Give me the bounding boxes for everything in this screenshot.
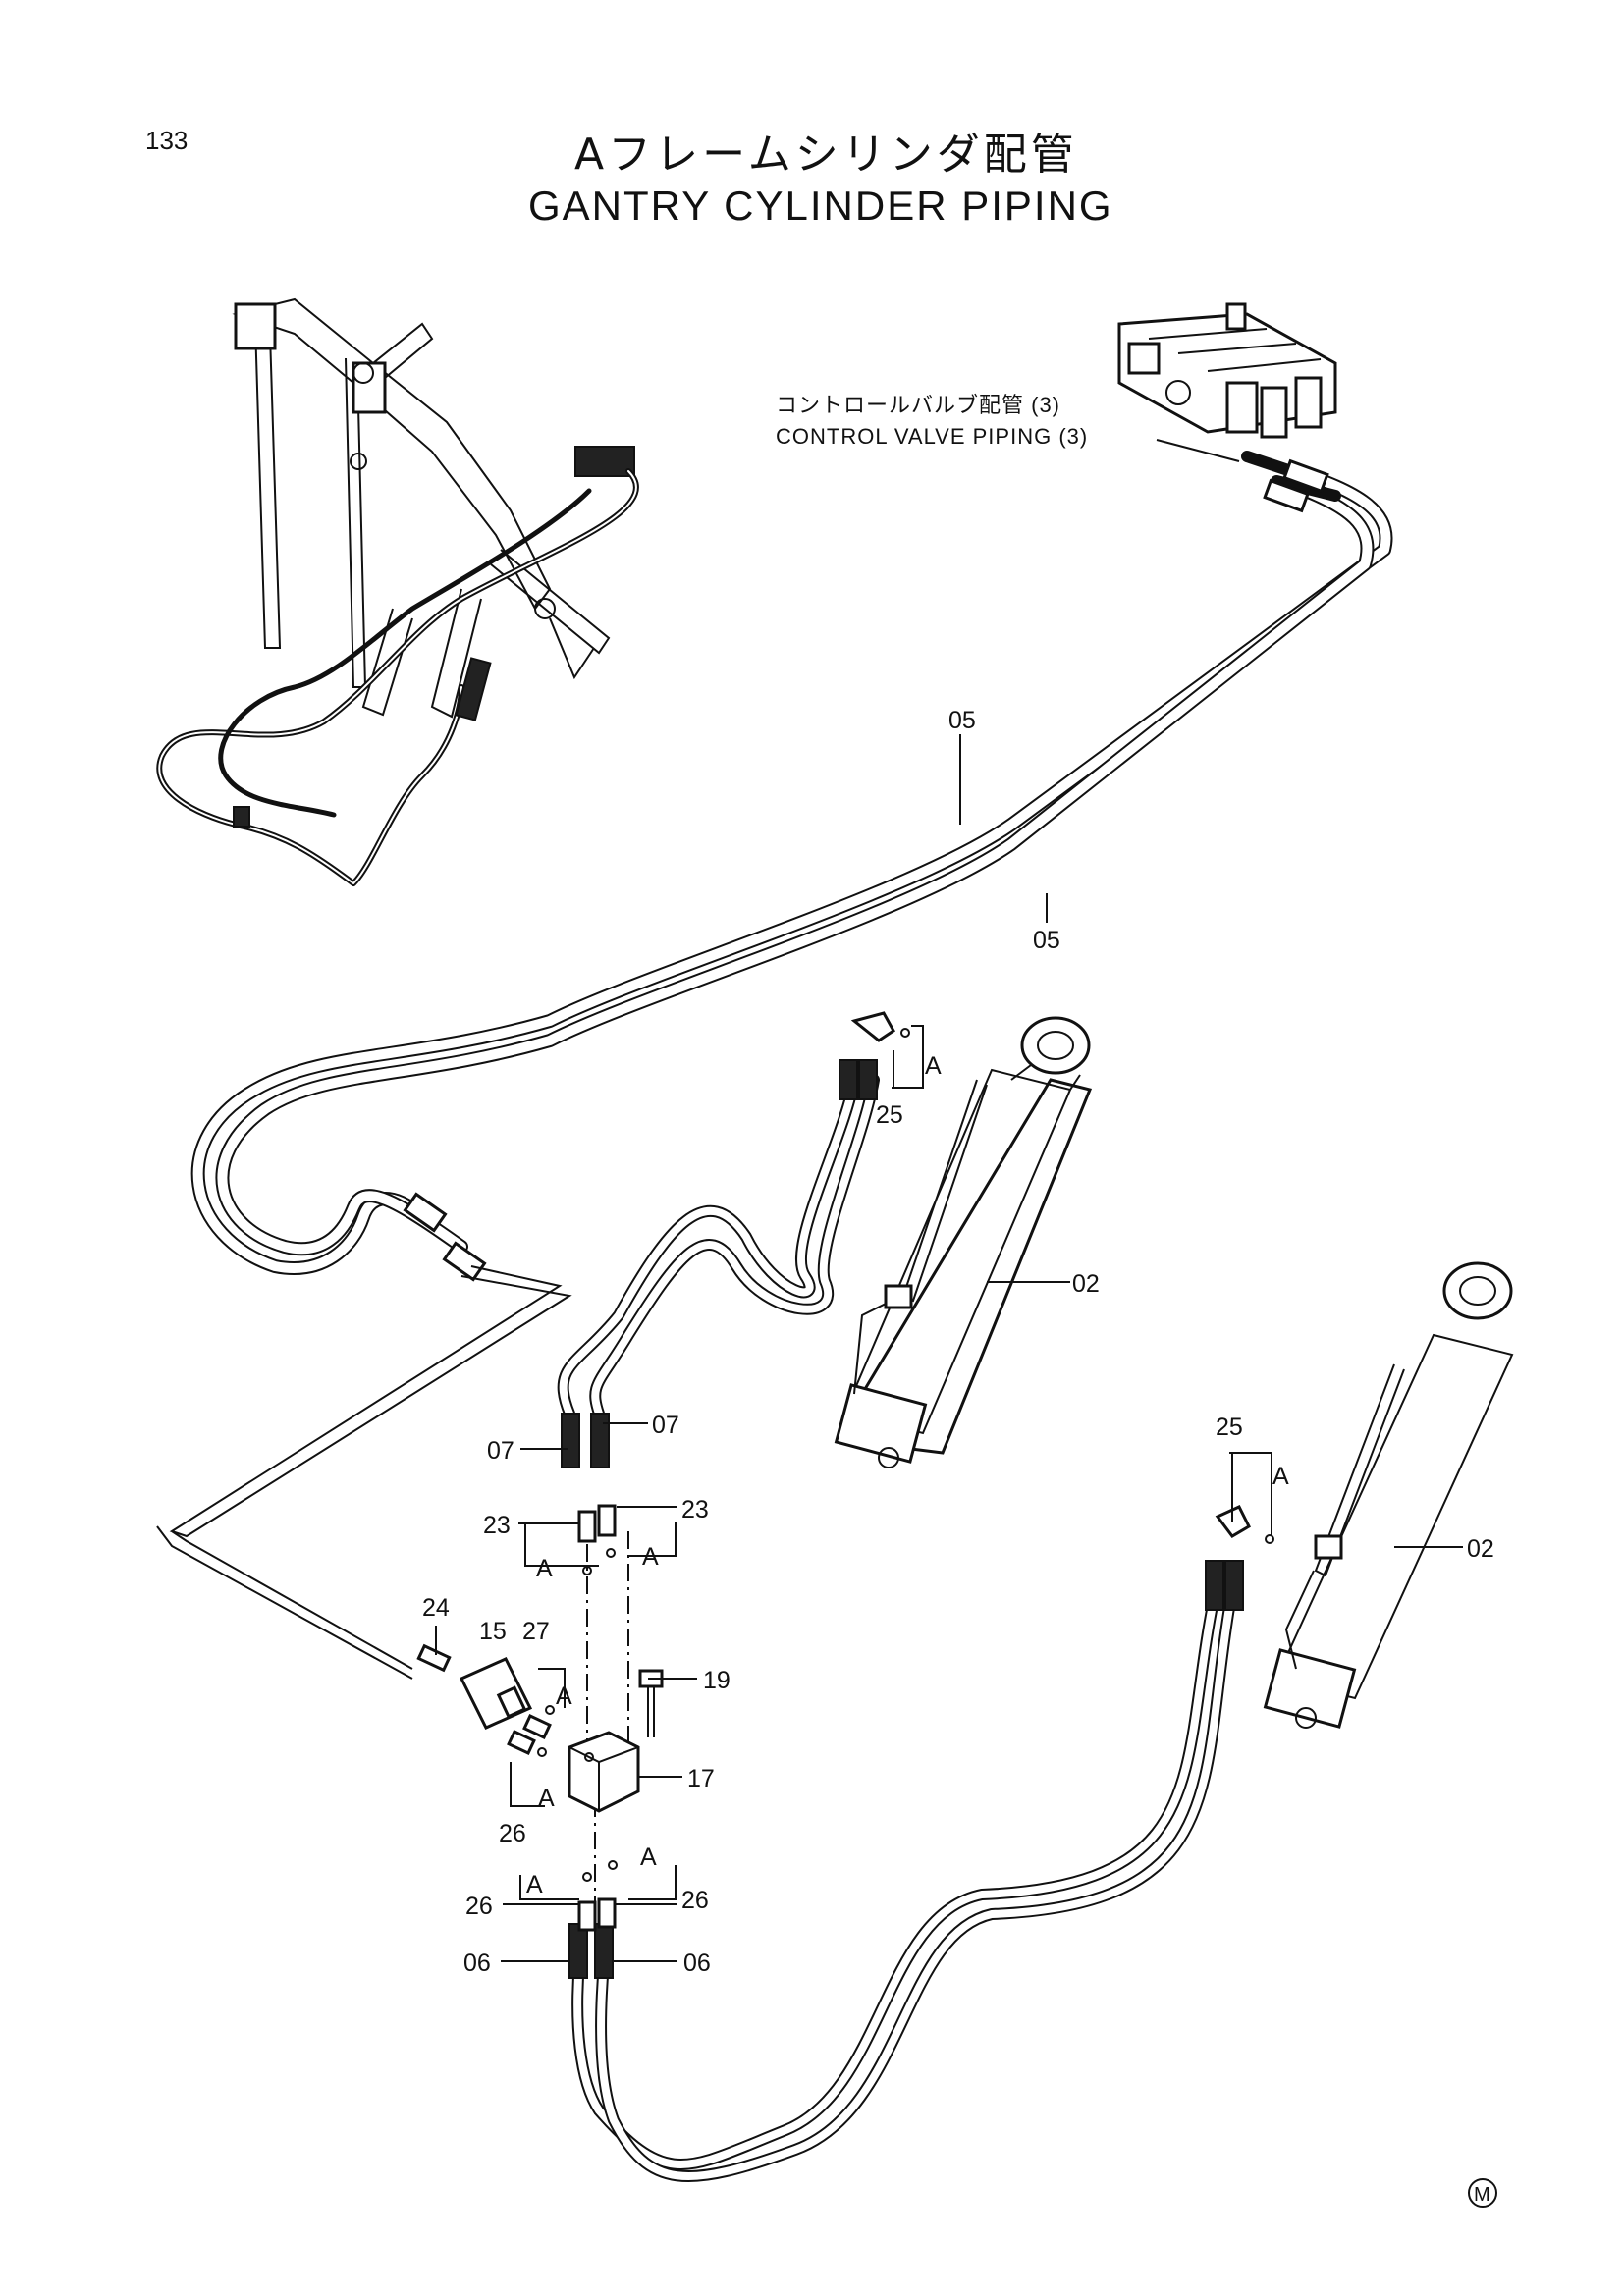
callout-06-right: 06 [683,1949,711,1977]
ref-a-8: A [526,1871,543,1898]
callout-23-right: 23 [681,1496,709,1523]
callout-19: 19 [703,1667,731,1694]
hose-07-pair [557,1011,895,1468]
leader-lines [435,439,1463,1962]
callout-17: 17 [687,1765,715,1792]
ref-a-5: A [556,1682,572,1710]
callout-02-upper: 02 [1072,1270,1100,1298]
center-block-assembly [416,1025,1274,1932]
callout-26-upper: 26 [499,1820,526,1847]
callout-07-left: 07 [487,1437,514,1465]
callout-23-left: 23 [483,1512,511,1539]
title-japanese: Aフレームシリンダ配管 [574,130,1078,180]
callout-24: 24 [422,1594,450,1622]
callout-07-right: 07 [652,1412,679,1439]
machine-overview-illustration [156,297,639,886]
callout-06-left: 06 [463,1949,491,1977]
ref-a-6: A [538,1785,555,1812]
callout-15: 15 [479,1618,507,1645]
ref-a-7: A [640,1843,657,1871]
ref-a-2: A [1272,1463,1289,1490]
corner-mark-letter: M [1474,2184,1490,2206]
callout-05-lower: 05 [1033,927,1060,954]
title-english: GANTRY CYLINDER PIPING [528,183,1113,229]
note-english: CONTROL VALVE PIPING (3) [776,424,1088,449]
callout-25-upper: 25 [876,1101,903,1129]
control-valve-illustration [1117,302,1337,439]
callout-25-lower: 25 [1216,1414,1243,1441]
cylinder-02-upper [834,1016,1093,1468]
callout-26-right: 26 [681,1887,709,1914]
pipe-05-assembly [156,451,1393,1680]
cylinder-02-lower [1263,1261,1514,1729]
ref-a-4: A [642,1543,659,1571]
corner-mark: M [1468,2178,1497,2208]
callout-26-left: 26 [465,1893,493,1920]
ref-a-1: A [925,1052,942,1080]
callout-02-lower: 02 [1467,1535,1494,1563]
ref-a-3: A [536,1555,553,1582]
callout-27: 27 [522,1618,550,1645]
page-number: 133 [145,126,188,155]
hose-06-pair [568,1505,1251,2183]
callout-05-upper: 05 [948,707,976,734]
note-japanese: コントロールバルブ配管 (3) [776,393,1060,417]
